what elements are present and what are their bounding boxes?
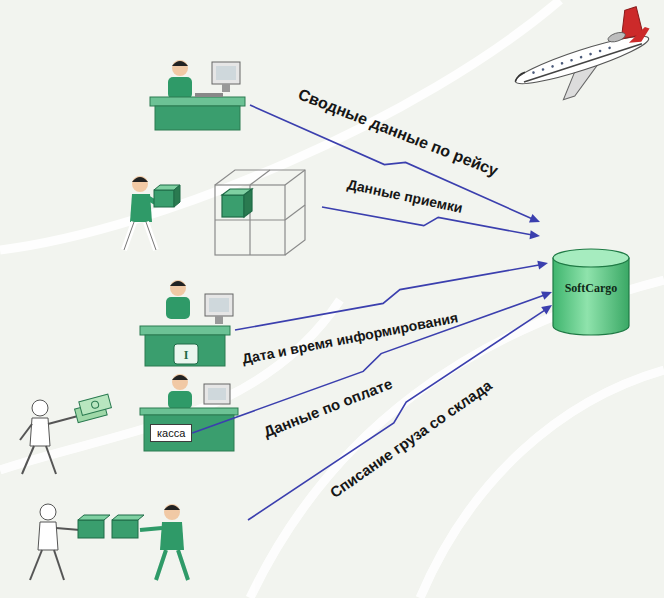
money-bills [73, 394, 113, 423]
cargo-handover [30, 504, 188, 580]
airplane [505, 5, 662, 112]
flow-arrow [235, 265, 539, 330]
information-desk [140, 280, 233, 366]
connector-line [192, 295, 544, 433]
cylinder-top [553, 249, 629, 267]
desk-sign: касса [157, 426, 185, 440]
cylinder-body [553, 258, 629, 335]
warehouse-worker [124, 176, 180, 250]
info-symbol: I [184, 349, 189, 363]
cash-desk-plate: касса [150, 424, 192, 442]
flow-arrow [322, 207, 531, 235]
cashier-desk [140, 374, 238, 451]
paying-customer [20, 394, 113, 474]
database-cylinder: SoftCargo [552, 248, 630, 336]
flow-connector [192, 291, 552, 433]
info-symbol-box: I [184, 345, 189, 363]
operator-desk [150, 60, 245, 130]
storage-shelves [215, 170, 305, 255]
database-name: SoftCargo [552, 281, 630, 296]
arrow-head [541, 291, 552, 299]
